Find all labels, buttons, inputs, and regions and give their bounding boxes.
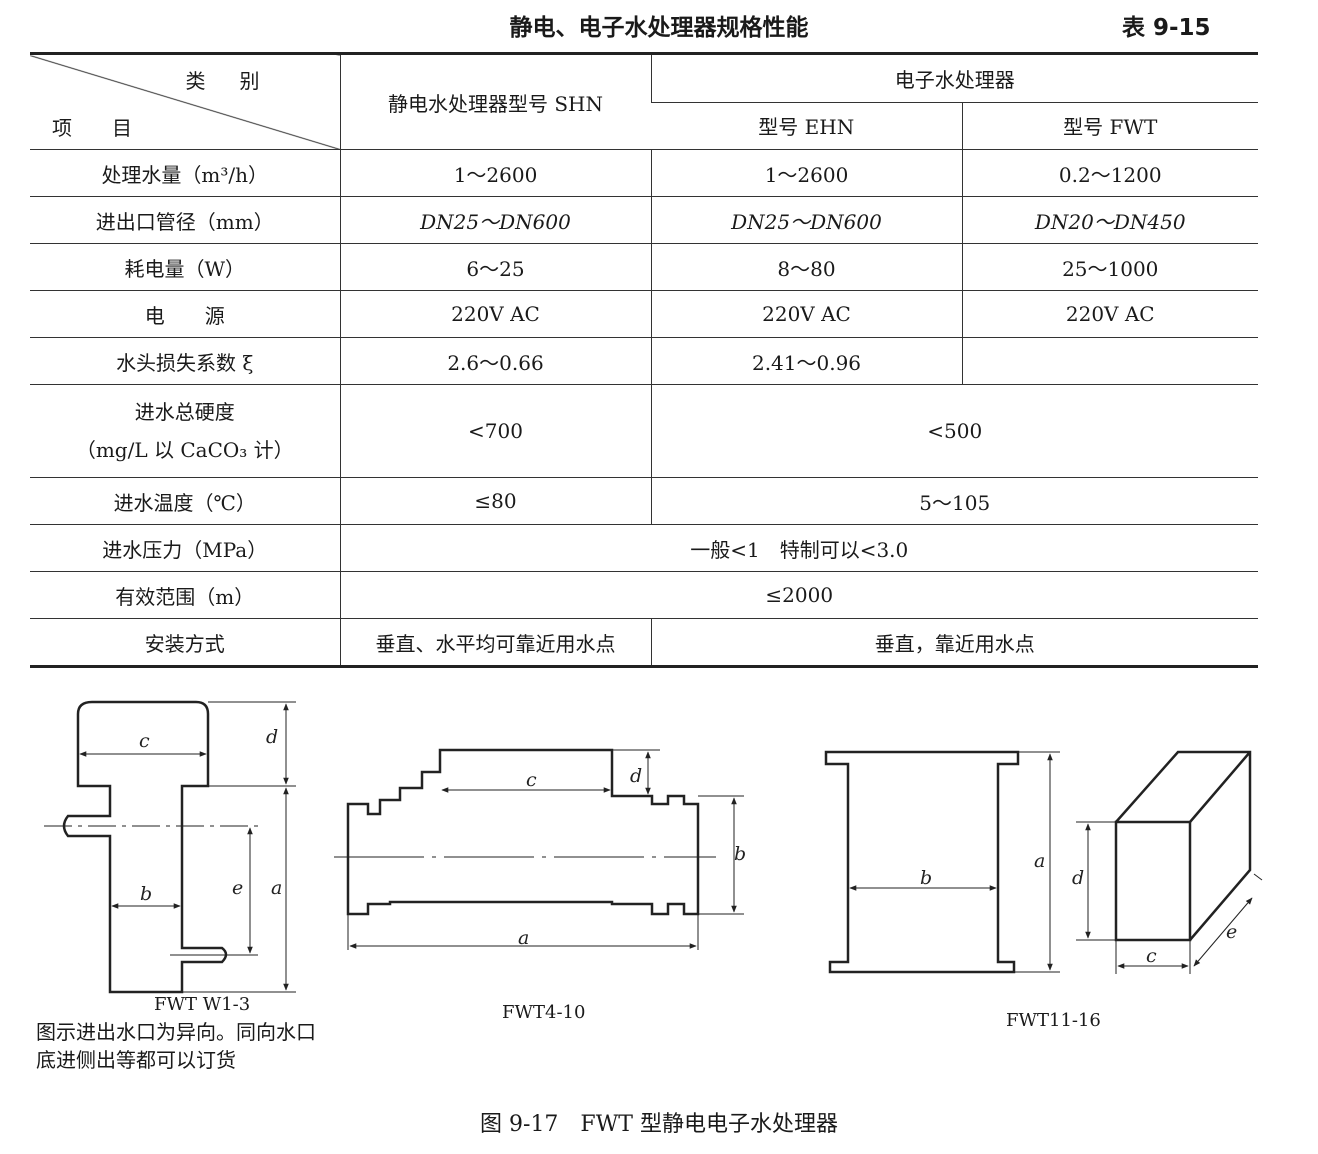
cell-headloss-ehn: 2.41～0.96 — [650, 337, 962, 385]
cell-power-ehn: 8～80 — [650, 243, 962, 291]
hardness-label-line1: 进水总硬度 — [134, 400, 235, 424]
table-row: 进水压力（MPa） 一般<1 特制可以<3.0 — [30, 524, 1258, 572]
device-drawings: c b d a e c d b a — [44, 700, 1263, 994]
cell-supply-fwt: 220V AC — [961, 290, 1258, 338]
dim-d-label: d — [630, 765, 642, 787]
cell-hardness-electronic: <500 — [650, 384, 1258, 478]
fig3-name: FWT11-16 — [1006, 1010, 1101, 1031]
dim-c-label: c — [1146, 945, 1157, 967]
table-row: 安装方式 垂直、水平均可靠近用水点 垂直，靠近用水点 — [30, 618, 1258, 667]
dim-c-label: c — [526, 769, 537, 791]
dim-a-label: a — [271, 877, 282, 899]
cell-install-electronic: 垂直，靠近用水点 — [650, 618, 1258, 667]
cell-supply-shn: 220V AC — [339, 290, 651, 338]
cell-headloss-fwt — [961, 337, 1258, 385]
table-row: 处理水量（m³/h） 1～2600 1～2600 0.2～1200 — [30, 149, 1258, 197]
table-row: 耗电量（W） 6～25 8～80 25～1000 — [30, 243, 1258, 291]
note-line-1: 图示进出水口为异向。同向水口 — [36, 1020, 316, 1044]
row-label-temp: 进水温度（℃） — [30, 477, 340, 525]
row-label-pressure: 进水压力（MPa） — [30, 524, 340, 572]
hardness-label-line2: （mg/L 以 CaCO₃ 计） — [75, 438, 294, 462]
cell-temp-shn: ≤80 — [339, 477, 651, 525]
header-corner-cell: 类别 项目 — [30, 53, 340, 150]
corner-category-label: 类别 — [185, 69, 294, 93]
dim-d-label: d — [266, 726, 278, 748]
table-number: 表 9-15 — [1122, 15, 1211, 41]
fig1-name: FWT W1-3 — [154, 994, 251, 1015]
drawing-fwt4-10: c d b a — [334, 748, 746, 950]
cell-power-shn: 6～25 — [339, 243, 651, 291]
header-ehn: 型号 EHN — [651, 101, 962, 150]
corner-item-label: 项目 — [52, 116, 172, 140]
dim-a-label: a — [1034, 850, 1045, 872]
cell-pressure-all: 一般<1 特制可以<3.0 — [339, 524, 1258, 572]
header-fwt: 型号 FWT — [961, 101, 1258, 150]
drawing-box: d c e — [1072, 750, 1263, 974]
dim-e-label: e — [232, 877, 243, 899]
cell-pipe-ehn: DN25～DN600 — [650, 196, 962, 244]
dim-b-label: b — [140, 883, 152, 905]
table-row: 有效范围（m） ≤2000 — [30, 571, 1258, 619]
row-label-hardness: 进水总硬度 （mg/L 以 CaCO₃ 计） — [30, 384, 340, 478]
cell-hardness-shn: <700 — [339, 384, 651, 478]
cell-headloss-shn: 2.6～0.66 — [339, 337, 651, 385]
cell-flow-ehn: 1～2600 — [650, 149, 962, 197]
row-label-supply: 电 源 — [30, 290, 340, 338]
cell-install-shn: 垂直、水平均可靠近用水点 — [339, 618, 651, 667]
header-electronic: 电子水处理器 — [650, 53, 1258, 103]
cell-pipe-fwt: DN20～DN450 — [961, 196, 1258, 244]
drawing-fwt-w1-3: c b d a e — [44, 700, 296, 994]
dim-b-label: b — [734, 843, 746, 865]
dim-c-label: c — [139, 730, 150, 752]
dim-e-label: e — [1226, 921, 1237, 943]
spec-table: 类别 项目 静电水处理器型号 SHN 电子水处理器 型号 EHN 型号 FWT … — [30, 52, 1258, 668]
cell-pipe-shn: DN25～DN600 — [339, 196, 651, 244]
cell-flow-shn: 1～2600 — [339, 149, 651, 197]
figure-caption: 图 9-17 FWT 型静电电子水处理器 — [480, 1112, 838, 1137]
drawing-fwt11-16: a b — [824, 750, 1060, 974]
table-row: 进出口管径（mm） DN25～DN600 DN25～DN600 DN20～DN4… — [30, 196, 1258, 244]
row-label-range: 有效范围（m） — [30, 571, 340, 619]
dim-a-label: a — [518, 927, 529, 949]
cell-supply-ehn: 220V AC — [650, 290, 962, 338]
row-label-headloss: 水头损失系数 ξ — [30, 337, 340, 385]
row-label-install: 安装方式 — [30, 618, 340, 667]
table-row: 进水总硬度 （mg/L 以 CaCO₃ 计） <700 <500 — [30, 384, 1258, 478]
dim-b-label: b — [920, 867, 932, 889]
figure-note: 图示进出水口为异向。同向水口 底进侧出等都可以订货 — [36, 1018, 316, 1074]
cell-range-all: ≤2000 — [339, 571, 1258, 619]
cell-flow-fwt: 0.2～1200 — [961, 149, 1258, 197]
dim-d-label: d — [1072, 867, 1084, 889]
cell-temp-electronic: 5～105 — [650, 477, 1258, 525]
table-row: 电 源 220V AC 220V AC 220V AC — [30, 290, 1258, 338]
note-line-2: 底进侧出等都可以订货 — [36, 1048, 236, 1072]
header-static-model: 静电水处理器型号 SHN — [339, 53, 651, 150]
row-label-flow: 处理水量（m³/h） — [30, 149, 340, 197]
table-row: 水头损失系数 ξ 2.6～0.66 2.41～0.96 — [30, 337, 1258, 385]
cell-power-fwt: 25～1000 — [961, 243, 1258, 291]
fig2-name: FWT4-10 — [502, 1002, 586, 1023]
table-title: 静电、电子水处理器规格性能 — [509, 15, 809, 41]
table-row: 进水温度（℃） ≤80 5～105 — [30, 477, 1258, 525]
row-label-pipe: 进出口管径（mm） — [30, 196, 340, 244]
row-label-power: 耗电量（W） — [30, 243, 340, 291]
